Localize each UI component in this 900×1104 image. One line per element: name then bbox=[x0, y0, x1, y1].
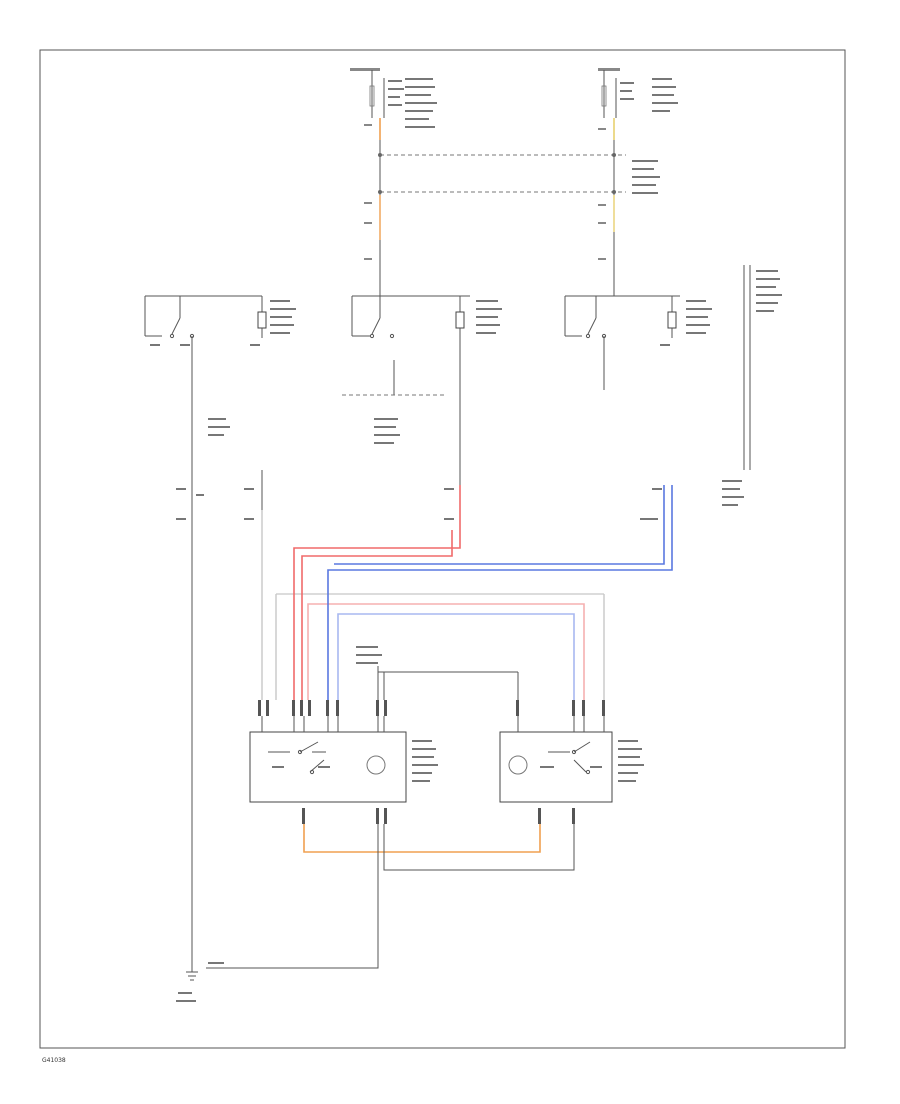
wire-light-blue bbox=[337, 613, 575, 700]
ground-symbol bbox=[176, 962, 224, 1002]
wire-orange-bottom bbox=[303, 824, 541, 853]
wire-gray-bottom bbox=[191, 824, 575, 972]
switch-left bbox=[249, 716, 438, 803]
diagram-border bbox=[39, 49, 846, 1049]
switch-connector-pins bbox=[258, 700, 605, 716]
connector-junction bbox=[364, 153, 660, 260]
switch-bottom-pins bbox=[302, 808, 575, 824]
fuse-block-left bbox=[350, 68, 437, 278]
relay-left bbox=[144, 295, 296, 480]
bus-bar-right bbox=[722, 265, 782, 506]
diagram-id-label: G41038 bbox=[42, 1057, 66, 1064]
connector-c1 bbox=[176, 470, 662, 900]
wire-pink bbox=[307, 603, 585, 700]
relay-right bbox=[564, 265, 712, 390]
fuse-block-left-text bbox=[388, 78, 437, 128]
fuse-block-right bbox=[598, 68, 678, 265]
wire-red bbox=[293, 485, 461, 700]
wire-blue bbox=[327, 485, 673, 700]
center-splice bbox=[356, 646, 519, 700]
switch-right bbox=[499, 716, 644, 803]
relay-center bbox=[342, 278, 502, 485]
